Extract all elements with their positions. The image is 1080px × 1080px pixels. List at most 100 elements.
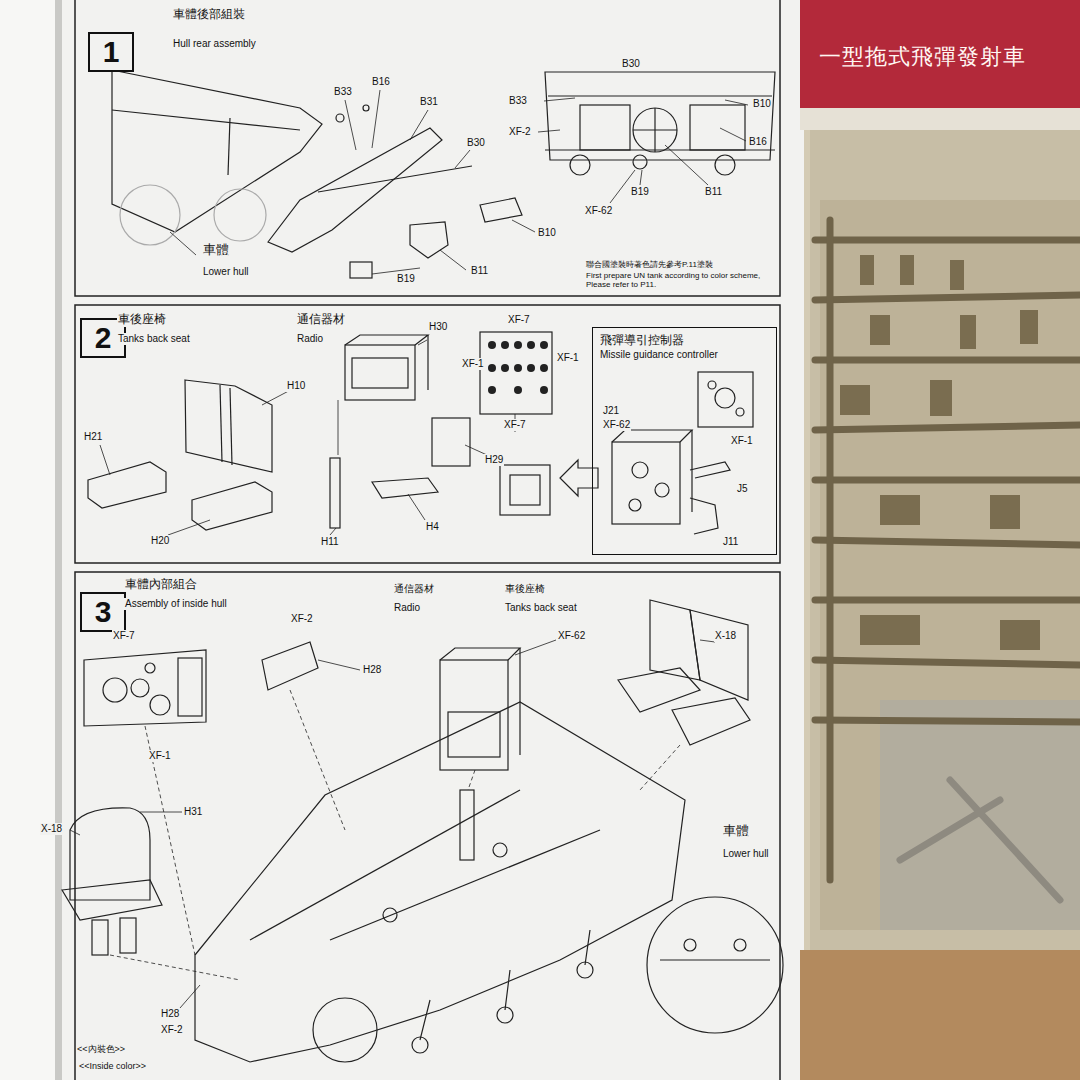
hull-drawing [112,70,322,232]
part-label: X-18 [714,630,737,642]
part-label: H10 [286,380,306,392]
leader-line [110,955,240,980]
hull-rear-view [545,149,775,150]
node-heading: 飛彈導引控制器 [599,332,685,349]
leader-line [725,100,748,105]
sprue-part [860,615,920,645]
part-label: XF-2 [290,613,314,625]
dial [501,364,509,372]
controller-drawing [612,442,680,524]
part-label: 車體後部組裝 [172,8,246,22]
leader-line [720,128,746,141]
part-label: Radio [296,333,324,345]
hull-drawing [660,959,770,960]
part-label: H30 [428,321,448,333]
step-panel [75,305,780,563]
hull-rear-view [548,95,772,96]
leader-line [170,90,535,274]
sprue [815,237,1080,244]
controller-drawing [690,498,718,534]
part-label: 通信器材 [296,313,346,327]
radio-drawing [330,458,340,528]
hull-drawing [195,702,783,1062]
seat-drawing [120,918,136,953]
sprue-part [960,315,976,349]
dial [527,364,535,372]
leader-line [330,528,336,535]
leader-line [180,985,200,1008]
part-label: XF-7 [507,314,531,326]
leader-line [665,145,708,185]
sprue-part [840,385,870,415]
part-label: H28 [362,664,382,676]
part-label: B16 [371,76,391,88]
controller-drawing [736,408,744,416]
leader-line [318,660,360,670]
seat-drawing [62,880,162,920]
leader-line [468,770,475,790]
hull-rear-view [633,155,647,169]
leader-line [455,150,470,168]
hull-drawing [112,70,522,278]
part-label: Tanks back seat [504,602,578,614]
part-label: 車體內部組合 [124,578,198,592]
part-label: 車後座椅 [504,583,546,595]
leader-line [410,110,428,140]
part-label: J11 [722,536,739,548]
part-label: XF-62 [602,419,631,431]
step-panel [75,0,780,1080]
part-label: XF-1 [556,352,580,364]
photo-background [800,950,1080,1080]
hull-drawing [684,939,696,951]
part-label: H11 [320,536,340,548]
part-label: B16 [748,136,768,148]
part-label: H29 [484,454,504,466]
instrument-panel [84,650,206,726]
part-label: B19 [396,273,416,285]
radio-drawing [330,332,552,528]
hull-drawing [336,114,344,122]
node-text: First prepare UN tank according to color… [586,271,776,290]
hull-drawing [112,110,300,130]
step-panel [75,572,780,1080]
leader-line [538,130,560,132]
controller-drawing [690,462,730,478]
leader-line [418,340,427,345]
leader-line [515,640,556,655]
hull-drawing [647,897,783,1033]
sprue-part [990,495,1020,529]
hull-drawing [330,830,600,940]
part-label: 通信器材 [393,583,435,595]
hull-drawing [228,118,230,175]
hull-drawing [497,1007,513,1023]
instrument-panel [262,642,318,690]
sprue [815,425,1080,430]
radio-drawing [448,712,500,757]
radio-drawing [480,332,552,414]
sprue-part [930,380,952,416]
hull-drawing [363,105,369,111]
radio-drawing [345,345,415,400]
sprue-part [840,255,1040,650]
hull-drawing [460,790,474,860]
controller-drawing [691,430,692,512]
node-heading: 1 [103,35,120,69]
radio-drawing [345,335,428,345]
radio-drawing [352,358,408,388]
sprue [815,220,1080,900]
hull-rear-view [690,105,745,150]
part-label: <<Inside color>> [78,1061,147,1071]
seat-drawing [650,600,700,680]
sprue [815,477,1080,484]
part-label: Tanks back seat [117,333,191,345]
leader-line [170,232,196,255]
part-label: XF-7 [503,419,527,431]
dial [540,341,548,349]
sprue [815,720,1080,722]
controller-drawing [708,381,716,389]
seat-drawing [70,808,150,900]
radio-drawing [440,648,520,770]
photo-background [800,0,1080,108]
note-box: 聯合國塗裝時著色請先參考P.11塗裝First prepare UN tank … [560,258,778,293]
